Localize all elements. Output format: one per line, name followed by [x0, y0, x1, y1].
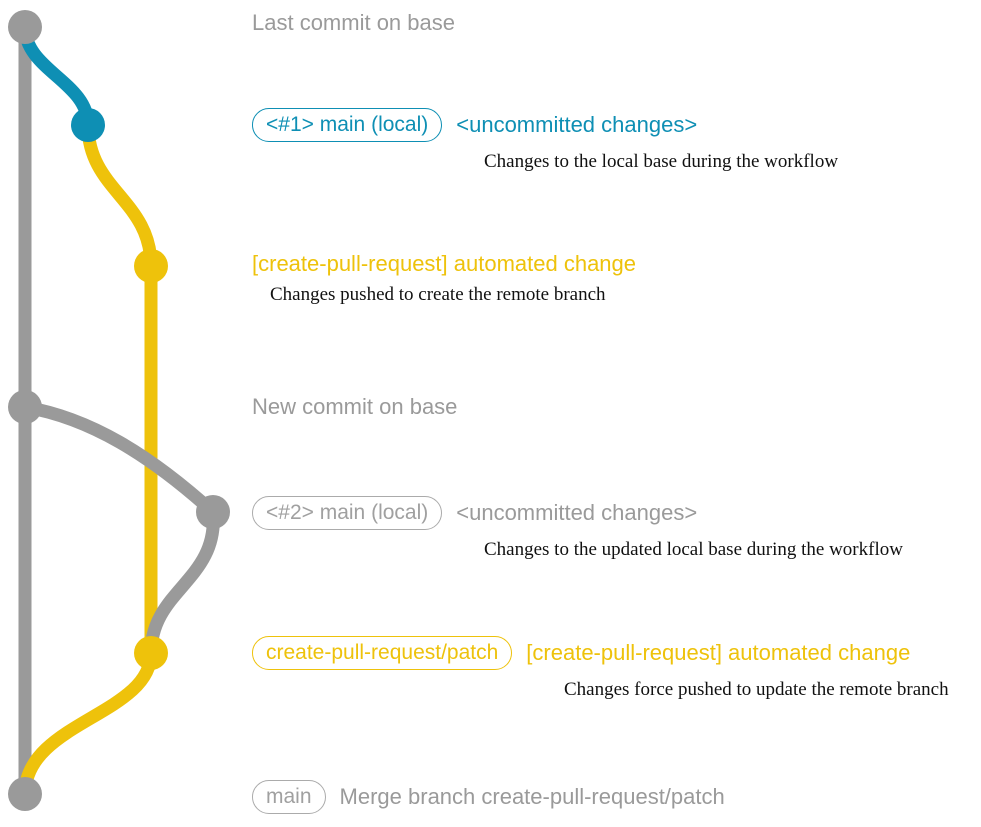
basenew-to-local2-line — [18, 400, 220, 519]
commit-node-local-2 — [196, 495, 230, 529]
row-automated-change-2: create-pull-request/patch [create-pull-r… — [252, 636, 949, 701]
commit-node-patch-1 — [134, 249, 168, 283]
branch-label-create-pull-request-patch[interactable]: create-pull-request/patch — [252, 636, 513, 670]
row-headline: main Merge branch create-pull-request/pa… — [252, 780, 725, 814]
row-new-commit-on-base: New commit on base — [252, 396, 457, 418]
row-merge-commit: main Merge branch create-pull-request/pa… — [252, 780, 725, 814]
row-headline: [create-pull-request] automated change — [252, 253, 636, 275]
branch-label-main[interactable]: main — [252, 780, 326, 814]
commit-description: Changes force pushed to update the remot… — [564, 679, 949, 700]
patch2-to-merge-line — [18, 646, 158, 801]
commit-title: [create-pull-request] automated change — [252, 251, 637, 276]
commit-node-patch-2 — [134, 636, 168, 670]
row-last-commit-on-base: Last commit on base — [252, 12, 455, 34]
row-headline: <#1> main (local) <uncommitted changes> — [252, 108, 838, 142]
commit-title: <uncommitted changes> — [456, 500, 698, 525]
row-local-uncommitted-1: <#1> main (local) <uncommitted changes> … — [252, 108, 838, 173]
row-headline: New commit on base — [252, 396, 457, 418]
commit-title: Last commit on base — [252, 10, 455, 35]
commit-title: New commit on base — [252, 394, 458, 419]
commit-node-base-new — [8, 390, 42, 424]
commit-title: Merge branch create-pull-request/patch — [339, 784, 725, 809]
commit-description: Changes to the local base during the wor… — [484, 151, 839, 172]
commit-title: [create-pull-request] automated change — [526, 640, 911, 665]
row-headline: Last commit on base — [252, 12, 455, 34]
commit-nodes — [8, 10, 230, 811]
branch-label-main-local-2[interactable]: <#2> main (local) — [252, 496, 443, 530]
local1-to-patch1-line — [81, 118, 158, 273]
row-local-uncommitted-2: <#2> main (local) <uncommitted changes> … — [252, 496, 903, 561]
row-headline: create-pull-request/patch [create-pull-r… — [252, 636, 949, 670]
branch-label-main-local-1[interactable]: <#1> main (local) — [252, 108, 443, 142]
commit-description: Changes pushed to create the remote bran… — [270, 284, 606, 305]
commit-node-base-merge — [8, 777, 42, 811]
local2-to-patch2-line — [144, 505, 220, 660]
commit-node-base-top — [8, 10, 42, 44]
row-headline: <#2> main (local) <uncommitted changes> — [252, 496, 903, 530]
row-automated-change-1: [create-pull-request] automated change C… — [252, 253, 636, 306]
commit-description: Changes to the updated local base during… — [484, 539, 903, 560]
commit-title: <uncommitted changes> — [456, 112, 698, 137]
commit-node-local-1 — [71, 108, 105, 142]
